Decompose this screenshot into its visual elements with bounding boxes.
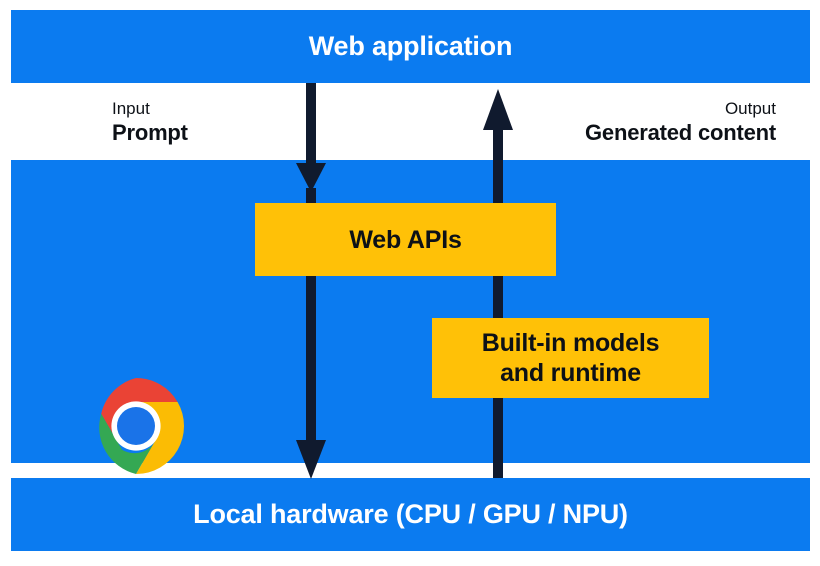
box-builtin-models[interactable]: Built-in models and runtime xyxy=(432,318,709,398)
flow-label-input: Input Prompt xyxy=(112,98,188,147)
flow-input-value: Prompt xyxy=(112,120,188,146)
chrome-logo xyxy=(98,378,184,474)
box-web-apis-label: Web APIs xyxy=(349,225,462,254)
box-builtin-models-label: Built-in models and runtime xyxy=(482,328,660,388)
band-web-application: Web application xyxy=(11,10,810,83)
flow-label-output: Output Generated content xyxy=(585,98,776,147)
band-web-application-label: Web application xyxy=(308,31,513,61)
band-local-hardware-label: Local hardware (CPU / GPU / NPU) xyxy=(193,499,628,529)
box-web-apis[interactable]: Web APIs xyxy=(255,203,556,276)
flow-output-value: Generated content xyxy=(585,120,776,146)
box-builtin-models-line1: Built-in models xyxy=(481,329,660,357)
box-builtin-models-line2: and runtime xyxy=(500,359,641,387)
band-local-hardware: Local hardware (CPU / GPU / NPU) xyxy=(11,478,810,551)
flow-output-kind: Output xyxy=(724,99,776,118)
flow-input-kind: Input xyxy=(112,99,150,118)
